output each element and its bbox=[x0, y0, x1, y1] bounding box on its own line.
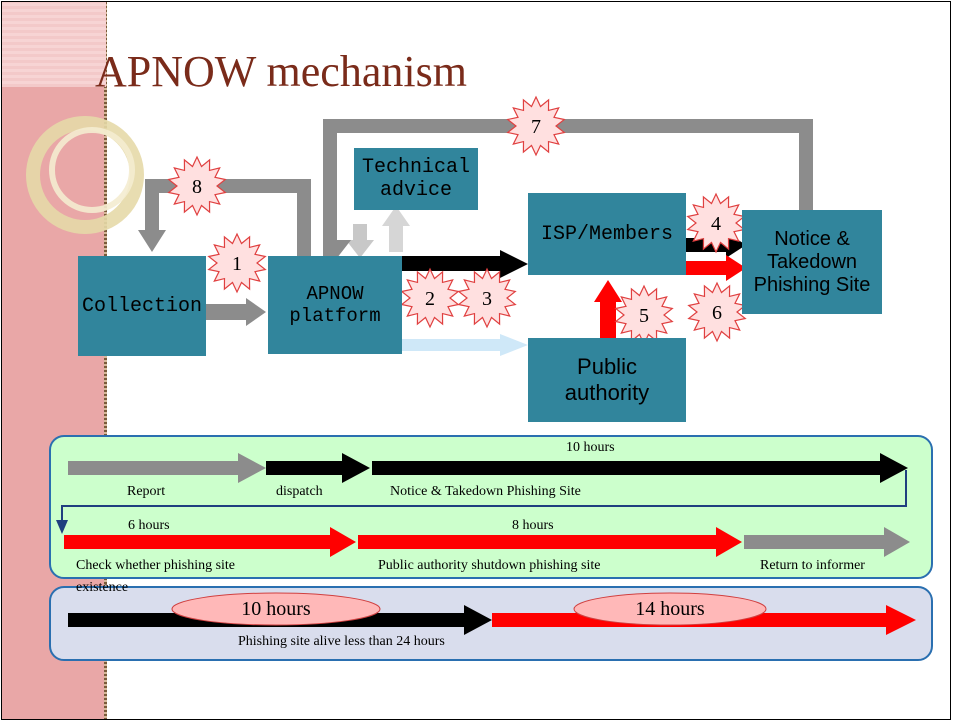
timeline-check-arrow bbox=[64, 535, 334, 549]
summary-right-ellipse bbox=[573, 592, 767, 626]
summary-left-ellipse bbox=[171, 592, 381, 626]
timeline-dispatch-label: dispatch bbox=[276, 484, 323, 499]
arrow-platform-public-shaft bbox=[402, 339, 502, 351]
timeline-eight-hours: 8 hours bbox=[512, 518, 554, 533]
notice-takedown-box: Notice & Takedown Phishing Site bbox=[742, 210, 882, 314]
timeline-return-label: Return to informer bbox=[760, 558, 865, 573]
advice-down-head bbox=[346, 240, 374, 258]
step-burst-3 bbox=[457, 267, 517, 329]
arrow-collection-platform-head bbox=[246, 298, 266, 326]
step-burst-6 bbox=[687, 281, 747, 343]
decor-ring-inner bbox=[49, 127, 135, 213]
summary-right-hours: 14 hours bbox=[635, 597, 705, 620]
step-number-7: 7 bbox=[531, 116, 541, 138]
timeline-return-arrow bbox=[744, 535, 886, 549]
arrow-public-isp-shaft bbox=[600, 300, 616, 340]
arrow-platform-isp-shaft bbox=[402, 256, 502, 271]
timeline-existence-label: existence bbox=[76, 580, 129, 595]
loop-7-head bbox=[323, 240, 351, 258]
timeline-six-hours: 6 hours bbox=[128, 518, 170, 533]
arrow-red-notice-shaft bbox=[686, 261, 728, 275]
loop-8-head bbox=[138, 230, 166, 252]
step-burst-7 bbox=[506, 95, 566, 157]
timeline-wrap-line bbox=[61, 470, 907, 522]
step-number-6: 6 bbox=[712, 302, 722, 324]
decor-ring-outer bbox=[26, 116, 144, 234]
arrow-red-notice-head bbox=[726, 255, 746, 281]
step-number-1: 1 bbox=[232, 253, 242, 275]
platform-label-2: platform bbox=[289, 305, 381, 327]
page-title: APNOW mechanism bbox=[95, 47, 467, 96]
notice-label-1: Notice & bbox=[774, 227, 850, 250]
platform-box: APNOW platform bbox=[268, 256, 402, 354]
platform-label-1: APNOW bbox=[306, 283, 364, 305]
timeline-check-label: Check whether phishing site bbox=[76, 558, 236, 573]
timeline-notice-label: Notice & Takedown Phishing Site bbox=[390, 484, 581, 499]
summary-black-head bbox=[464, 605, 492, 635]
timeline-return-head bbox=[884, 527, 910, 557]
public-label-2: authority bbox=[564, 380, 650, 405]
timeline-report-label: Report bbox=[127, 484, 166, 499]
step-burst-2 bbox=[400, 267, 460, 329]
arrow-public-isp-head bbox=[594, 280, 622, 302]
timeline-dispatch-head bbox=[342, 453, 370, 483]
arrow-platform-isp-head bbox=[500, 250, 528, 278]
advice-up-shaft bbox=[389, 224, 403, 252]
timeline-notice-head bbox=[880, 453, 908, 483]
header-stripes-pattern bbox=[2, 2, 106, 87]
technical-label-1: Technical bbox=[361, 156, 471, 179]
timeline-report-arrow bbox=[68, 461, 240, 475]
sidebar-edge bbox=[104, 2, 107, 720]
notice-label-2: Takedown bbox=[766, 250, 858, 273]
timeline-shutdown-head bbox=[716, 527, 742, 557]
isp-members-box: ISP/Members bbox=[528, 193, 686, 275]
step-number-4: 4 bbox=[711, 213, 721, 235]
step-number-5: 5 bbox=[639, 305, 649, 327]
summary-left-hours: 10 hours bbox=[241, 597, 311, 620]
loop-7-path bbox=[323, 119, 813, 258]
step-number-2: 2 bbox=[425, 288, 435, 310]
step-burst-8 bbox=[167, 155, 227, 217]
technical-advice-box: Technical advice bbox=[354, 148, 478, 210]
timeline-top-hours: 10 hours bbox=[566, 440, 615, 455]
timeline-shutdown-arrow bbox=[358, 535, 720, 549]
collection-label: Collection bbox=[81, 294, 203, 318]
notice-label-3: Phishing Site bbox=[753, 273, 871, 296]
step-burst-4 bbox=[686, 192, 746, 254]
timeline-notice-arrow bbox=[372, 461, 882, 475]
loop-8-path bbox=[145, 179, 311, 258]
summary-red-head bbox=[886, 605, 916, 635]
advice-up-head bbox=[382, 206, 410, 226]
summary-caption: Phishing site alive less than 24 hours bbox=[238, 634, 445, 649]
timeline-shutdown-label: Public authority shutdown phishing site bbox=[378, 558, 601, 573]
public-label-1: Public bbox=[577, 354, 637, 379]
isp-members-label: ISP/Members bbox=[540, 222, 674, 246]
timeline-report-head bbox=[238, 453, 266, 483]
collection-box: Collection bbox=[78, 256, 206, 356]
public-authority-box: Public authority bbox=[528, 338, 686, 422]
arrow-collection-platform-shaft bbox=[206, 304, 248, 320]
arrow-platform-public-head bbox=[500, 334, 528, 356]
timeline-dispatch-arrow bbox=[266, 461, 344, 475]
timeline-wrap-head bbox=[56, 520, 68, 534]
timeline-check-head bbox=[330, 527, 356, 557]
step-burst-1 bbox=[207, 232, 267, 294]
technical-label-2: advice bbox=[379, 179, 452, 202]
step-number-3: 3 bbox=[482, 288, 492, 310]
step-bursts: 1 2 3 4 5 6 7 8 bbox=[167, 95, 747, 346]
step-number-8: 8 bbox=[192, 176, 202, 198]
